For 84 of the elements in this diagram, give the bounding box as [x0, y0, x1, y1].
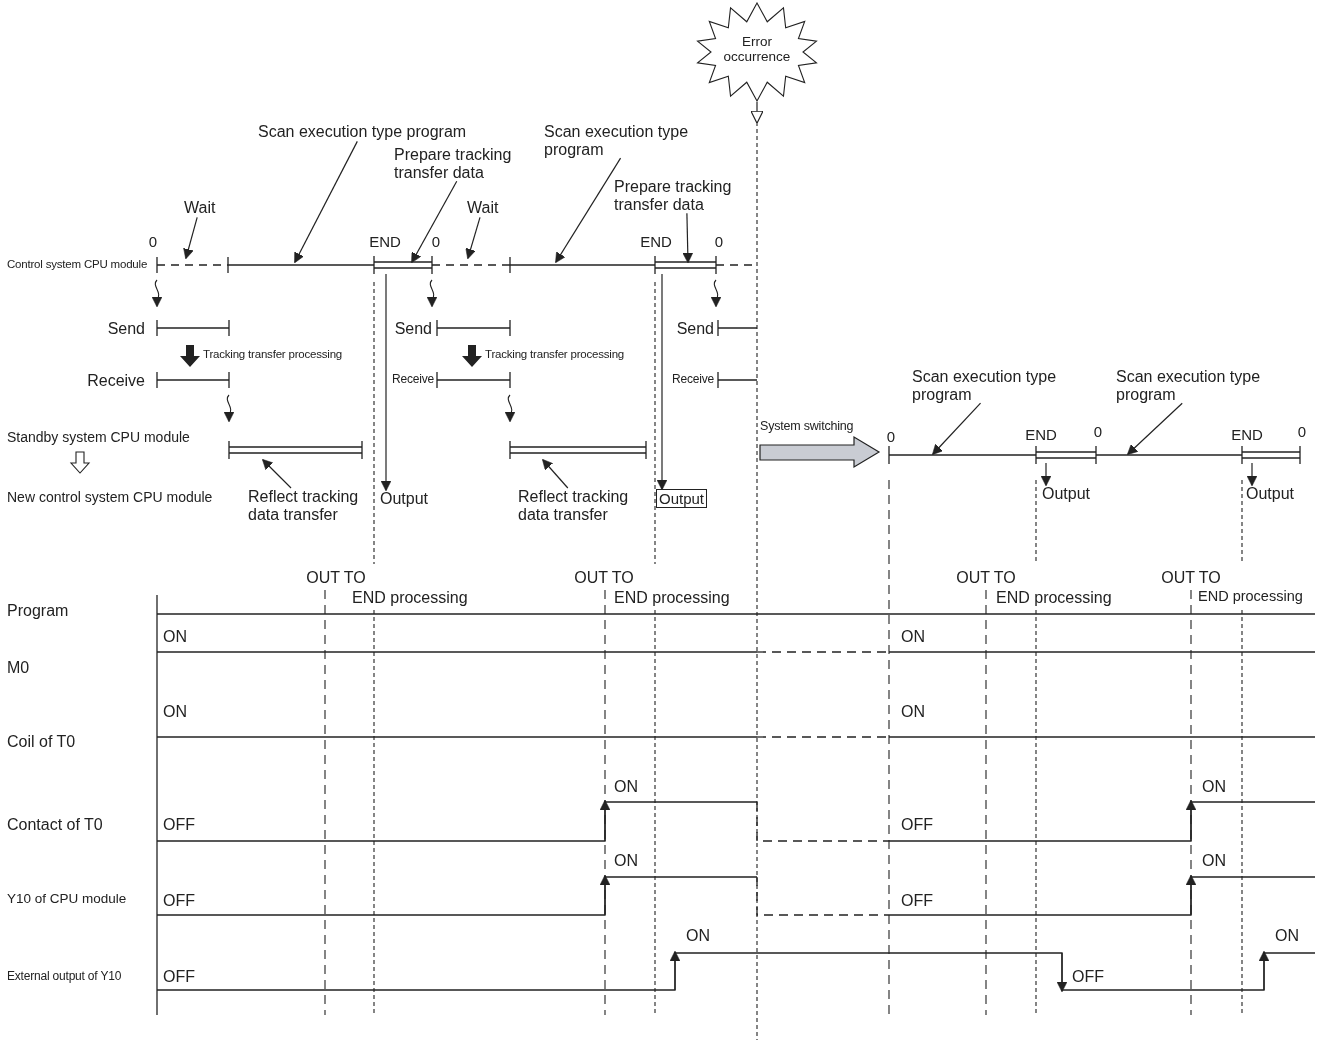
- state-label: OFF: [901, 815, 933, 835]
- annotation-text: Prepare tracking transfer data: [614, 178, 759, 214]
- process-label: Tracking transfer processing: [203, 348, 343, 362]
- state-label: ON: [1202, 851, 1226, 871]
- annotation-text: Scan execution type program: [1116, 368, 1286, 404]
- step-marker: END: [640, 233, 672, 251]
- leader-line: [183, 216, 198, 260]
- annotation-text: Reflect tracking data transfer: [518, 488, 650, 524]
- step-marker: 0: [1297, 423, 1307, 441]
- phase-label: Send: [107, 319, 145, 339]
- state-label: ON: [163, 627, 187, 647]
- leader-line: [542, 459, 569, 489]
- timing-label: END processing: [614, 588, 730, 608]
- timing-label: END processing: [352, 588, 468, 608]
- state-label: ON: [1275, 926, 1299, 946]
- state-label: OFF: [163, 815, 195, 835]
- timing-label: OUT TO: [306, 568, 366, 588]
- leader-line: [294, 140, 358, 264]
- step-marker: END: [1025, 426, 1057, 444]
- state-label: OFF: [1072, 967, 1104, 987]
- row-label: M0: [7, 658, 30, 678]
- leader-line: [932, 402, 982, 455]
- timing-label: OUT TO: [956, 568, 1016, 588]
- timing-label: END processing: [1198, 587, 1303, 605]
- step-marker: END: [1231, 426, 1263, 444]
- step-marker: 0: [1093, 423, 1103, 441]
- phase-label: Receive: [392, 373, 434, 387]
- leader-line: [1246, 462, 1258, 487]
- output-label: Output: [1042, 485, 1091, 504]
- row-label: External output of Y10: [7, 970, 122, 984]
- leader-line: [1040, 462, 1052, 487]
- phase-label: Receive: [672, 373, 714, 387]
- leader-line: [465, 216, 481, 260]
- leader-line: [262, 459, 292, 489]
- annotation-text: Wait: [184, 199, 216, 218]
- step-marker: 0: [714, 233, 724, 251]
- phase-label: Receive: [87, 371, 145, 391]
- leader-line: [656, 273, 668, 491]
- state-label: OFF: [163, 967, 195, 987]
- error-starburst: [695, 2, 819, 102]
- timing-label: END processing: [996, 588, 1112, 608]
- leader-line: [411, 180, 458, 264]
- phase-label: Send: [394, 319, 432, 339]
- process-label: System switching: [760, 418, 854, 434]
- leader-line: [1127, 402, 1183, 455]
- row-label: New control system CPU module: [7, 488, 213, 505]
- reflect-bar: [228, 440, 363, 460]
- annotation-text: Scan execution type program: [912, 368, 1082, 404]
- error-label: Error occurrence: [722, 35, 792, 65]
- state-label: ON: [686, 926, 710, 946]
- output-label: Output: [380, 490, 429, 509]
- step-marker: 0: [431, 233, 441, 251]
- state-label: OFF: [163, 891, 195, 911]
- annotation-text: Scan execution type program: [544, 123, 719, 159]
- step-marker: 0: [886, 428, 896, 446]
- process-label: Tracking transfer processing: [485, 348, 625, 362]
- row-label: Standby system CPU module: [7, 428, 190, 445]
- leader-line: [682, 212, 694, 264]
- step-marker: 0: [148, 233, 158, 251]
- state-label: ON: [901, 702, 925, 722]
- state-label: ON: [614, 851, 638, 871]
- row-label: Y10 of CPU module: [7, 891, 127, 907]
- annotation-text: Reflect tracking data transfer: [248, 488, 372, 524]
- timing-label: OUT TO: [574, 568, 634, 588]
- row-label: Contact of T0: [7, 815, 103, 835]
- timing-label: OUT TO: [1161, 568, 1221, 588]
- state-label: ON: [614, 777, 638, 797]
- state-label: OFF: [901, 891, 933, 911]
- annotation-text: Scan execution type program: [258, 123, 467, 142]
- state-label: ON: [163, 702, 187, 722]
- step-marker: END: [369, 233, 401, 251]
- output-label: Output: [1246, 485, 1295, 504]
- reflect-bar: [509, 440, 647, 460]
- row-label: Coil of T0: [7, 732, 76, 752]
- annotation-text: Prepare tracking transfer data: [394, 146, 539, 182]
- error-arrow: [750, 101, 764, 124]
- state-label: ON: [1202, 777, 1226, 797]
- annotation-text: Wait: [467, 199, 499, 218]
- phase-label: Send: [676, 319, 714, 339]
- output-box: Output: [656, 489, 708, 509]
- leader-line: [380, 273, 392, 492]
- row-label: Program: [7, 601, 69, 621]
- state-label: ON: [901, 627, 925, 647]
- leader-line: [555, 157, 622, 264]
